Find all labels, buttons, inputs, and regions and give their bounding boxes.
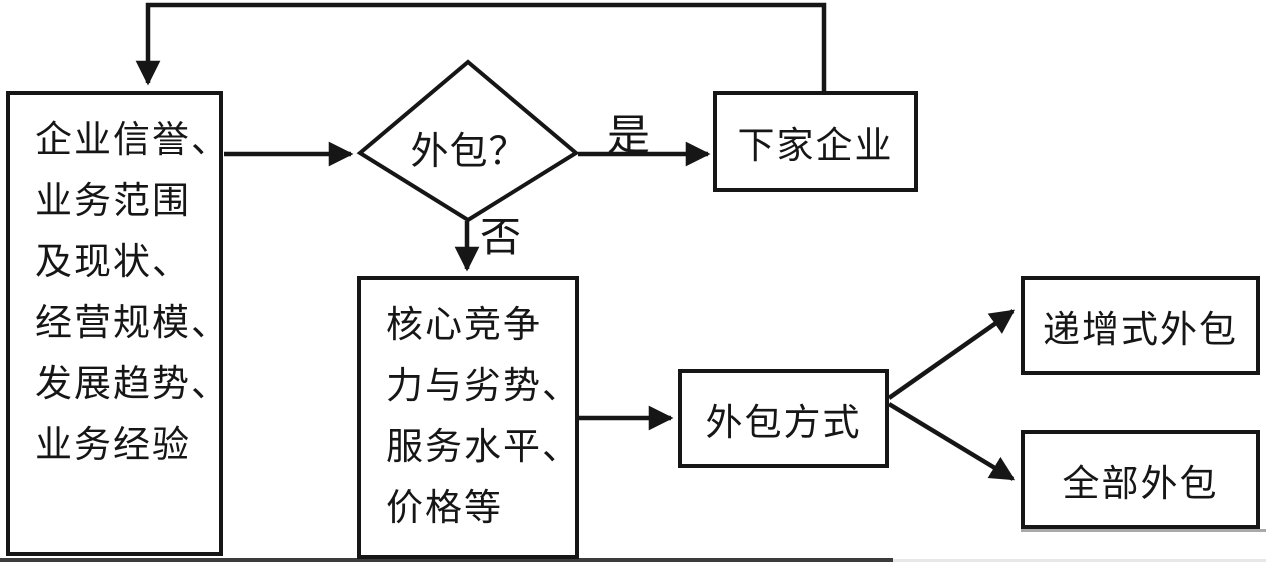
company-profile-line: 业务范围 xyxy=(35,181,191,222)
node-incremental-outsourcing: 递增式外包 xyxy=(1021,276,1260,375)
full-outsourcing-label: 全部外包 xyxy=(1062,463,1219,505)
edge-method-to-incremental xyxy=(887,309,1016,400)
downstream-company-label: 下家企业 xyxy=(737,125,894,167)
core-competitiveness-line: 核心竞争 xyxy=(386,305,542,346)
company-profile-line: 发展趋势、 xyxy=(35,364,230,405)
node-full-outsourcing: 全部外包 xyxy=(1021,430,1260,529)
core-competitiveness-line: 力与劣势、 xyxy=(386,366,581,407)
box-shadow-line xyxy=(1021,529,1266,532)
company-profile-line: 经营规模、 xyxy=(35,303,230,344)
edge-method-to-full xyxy=(887,402,1016,481)
company-profile-line: 业务经验 xyxy=(35,425,191,466)
page-bottom-edge-line-light xyxy=(893,559,1266,562)
node-company-profile: 企业信誉、 业务范围 及现状、 经营规模、 发展趋势、 业务经验 xyxy=(6,91,230,556)
decision-diamond-label: 外包？ xyxy=(410,131,528,173)
node-outsource-method: 外包方式 xyxy=(678,369,889,468)
company-profile-line: 及现状、 xyxy=(35,242,191,283)
core-competitiveness-line: 服务水平、 xyxy=(386,427,581,468)
edge-label-no: 否 xyxy=(480,214,521,260)
company-profile-line: 企业信誉、 xyxy=(35,120,230,161)
node-core-competitiveness: 核心竞争 力与劣势、 服务水平、 价格等 xyxy=(357,276,579,559)
outsource-method-label: 外包方式 xyxy=(705,402,862,444)
edge-feedback-loop xyxy=(135,2,827,93)
edge-label-yes: 是 xyxy=(607,113,650,160)
decision-diamond xyxy=(356,59,580,223)
page-bottom-edge-line xyxy=(0,558,893,562)
node-downstream-company: 下家企业 xyxy=(713,91,918,192)
incremental-outsourcing-label: 递增式外包 xyxy=(1043,309,1238,351)
core-competitiveness-line: 价格等 xyxy=(386,488,503,529)
